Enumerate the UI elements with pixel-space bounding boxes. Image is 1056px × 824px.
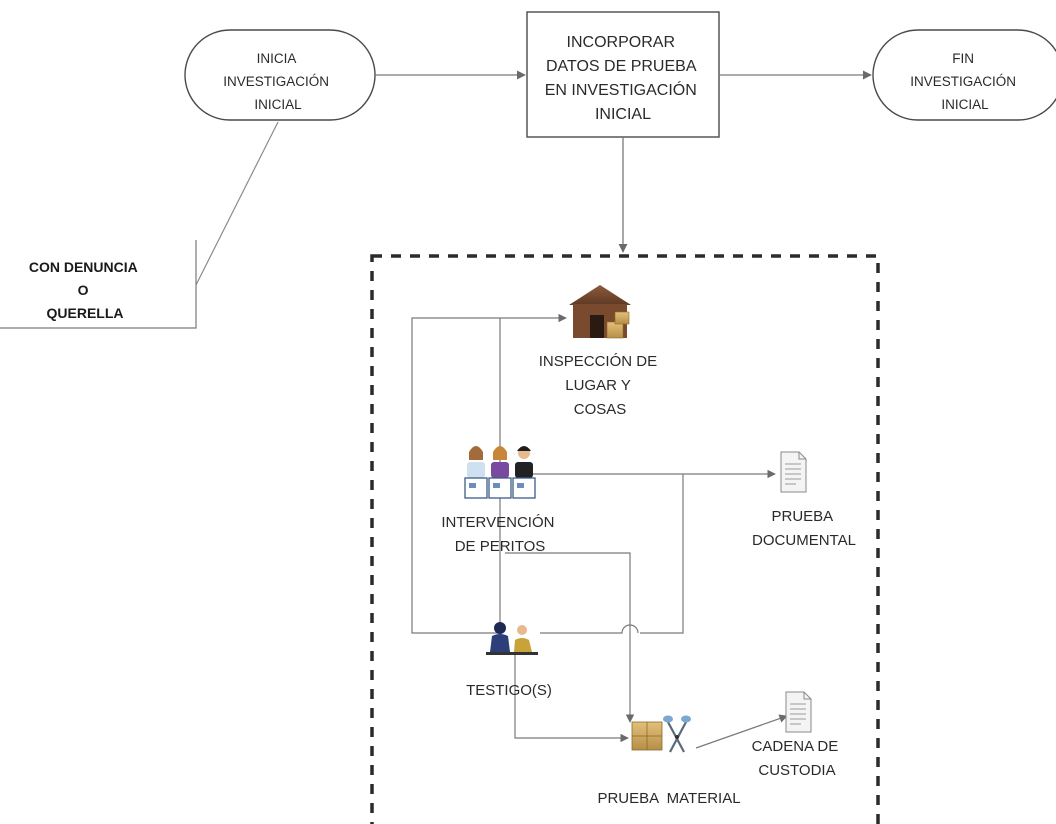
warehouse-icon xyxy=(569,285,631,339)
document-icon xyxy=(785,691,812,733)
loop-right-return xyxy=(640,474,684,634)
custody-label: CADENA DE CUSTODIA xyxy=(752,738,843,779)
inspection-label: INSPECCIÓN DE LUGAR Y COSAS xyxy=(539,353,662,418)
line-hop-over xyxy=(540,624,639,634)
annotation-label: CON DENUNCIA O QUERELLA xyxy=(29,259,141,321)
box-tools-icon xyxy=(631,715,691,753)
witness-label: TESTIGO(S) xyxy=(466,682,552,699)
documentary-label: PRUEBA DOCUMENTAL xyxy=(752,508,856,549)
end-label: FIN INVESTIGACIÓN INICIAL xyxy=(910,51,1020,112)
loop-left-to-inspection xyxy=(411,313,567,634)
people-icon xyxy=(464,446,536,499)
process-box xyxy=(526,11,720,138)
start-label: INICIA INVESTIGACIÓN INICIAL xyxy=(223,51,333,112)
process-label: INCORPORAR DATOS DE PRUEBA EN INVESTIGAC… xyxy=(545,34,701,123)
material-label: PRUEBA MATERIAL xyxy=(597,790,740,807)
arrow-witness-to-material xyxy=(514,655,629,743)
arrow-experts-to-material xyxy=(505,552,635,723)
witness-icon xyxy=(486,622,538,655)
arrow-material-to-custody xyxy=(695,714,788,749)
annotation-connector xyxy=(195,121,279,286)
end-terminator xyxy=(872,29,1056,121)
experts-label: INTERVENCIÓN DE PERITOS xyxy=(441,514,558,555)
document-icon xyxy=(780,451,807,493)
evidence-zone xyxy=(370,254,880,824)
annotation-bracket xyxy=(0,240,197,329)
